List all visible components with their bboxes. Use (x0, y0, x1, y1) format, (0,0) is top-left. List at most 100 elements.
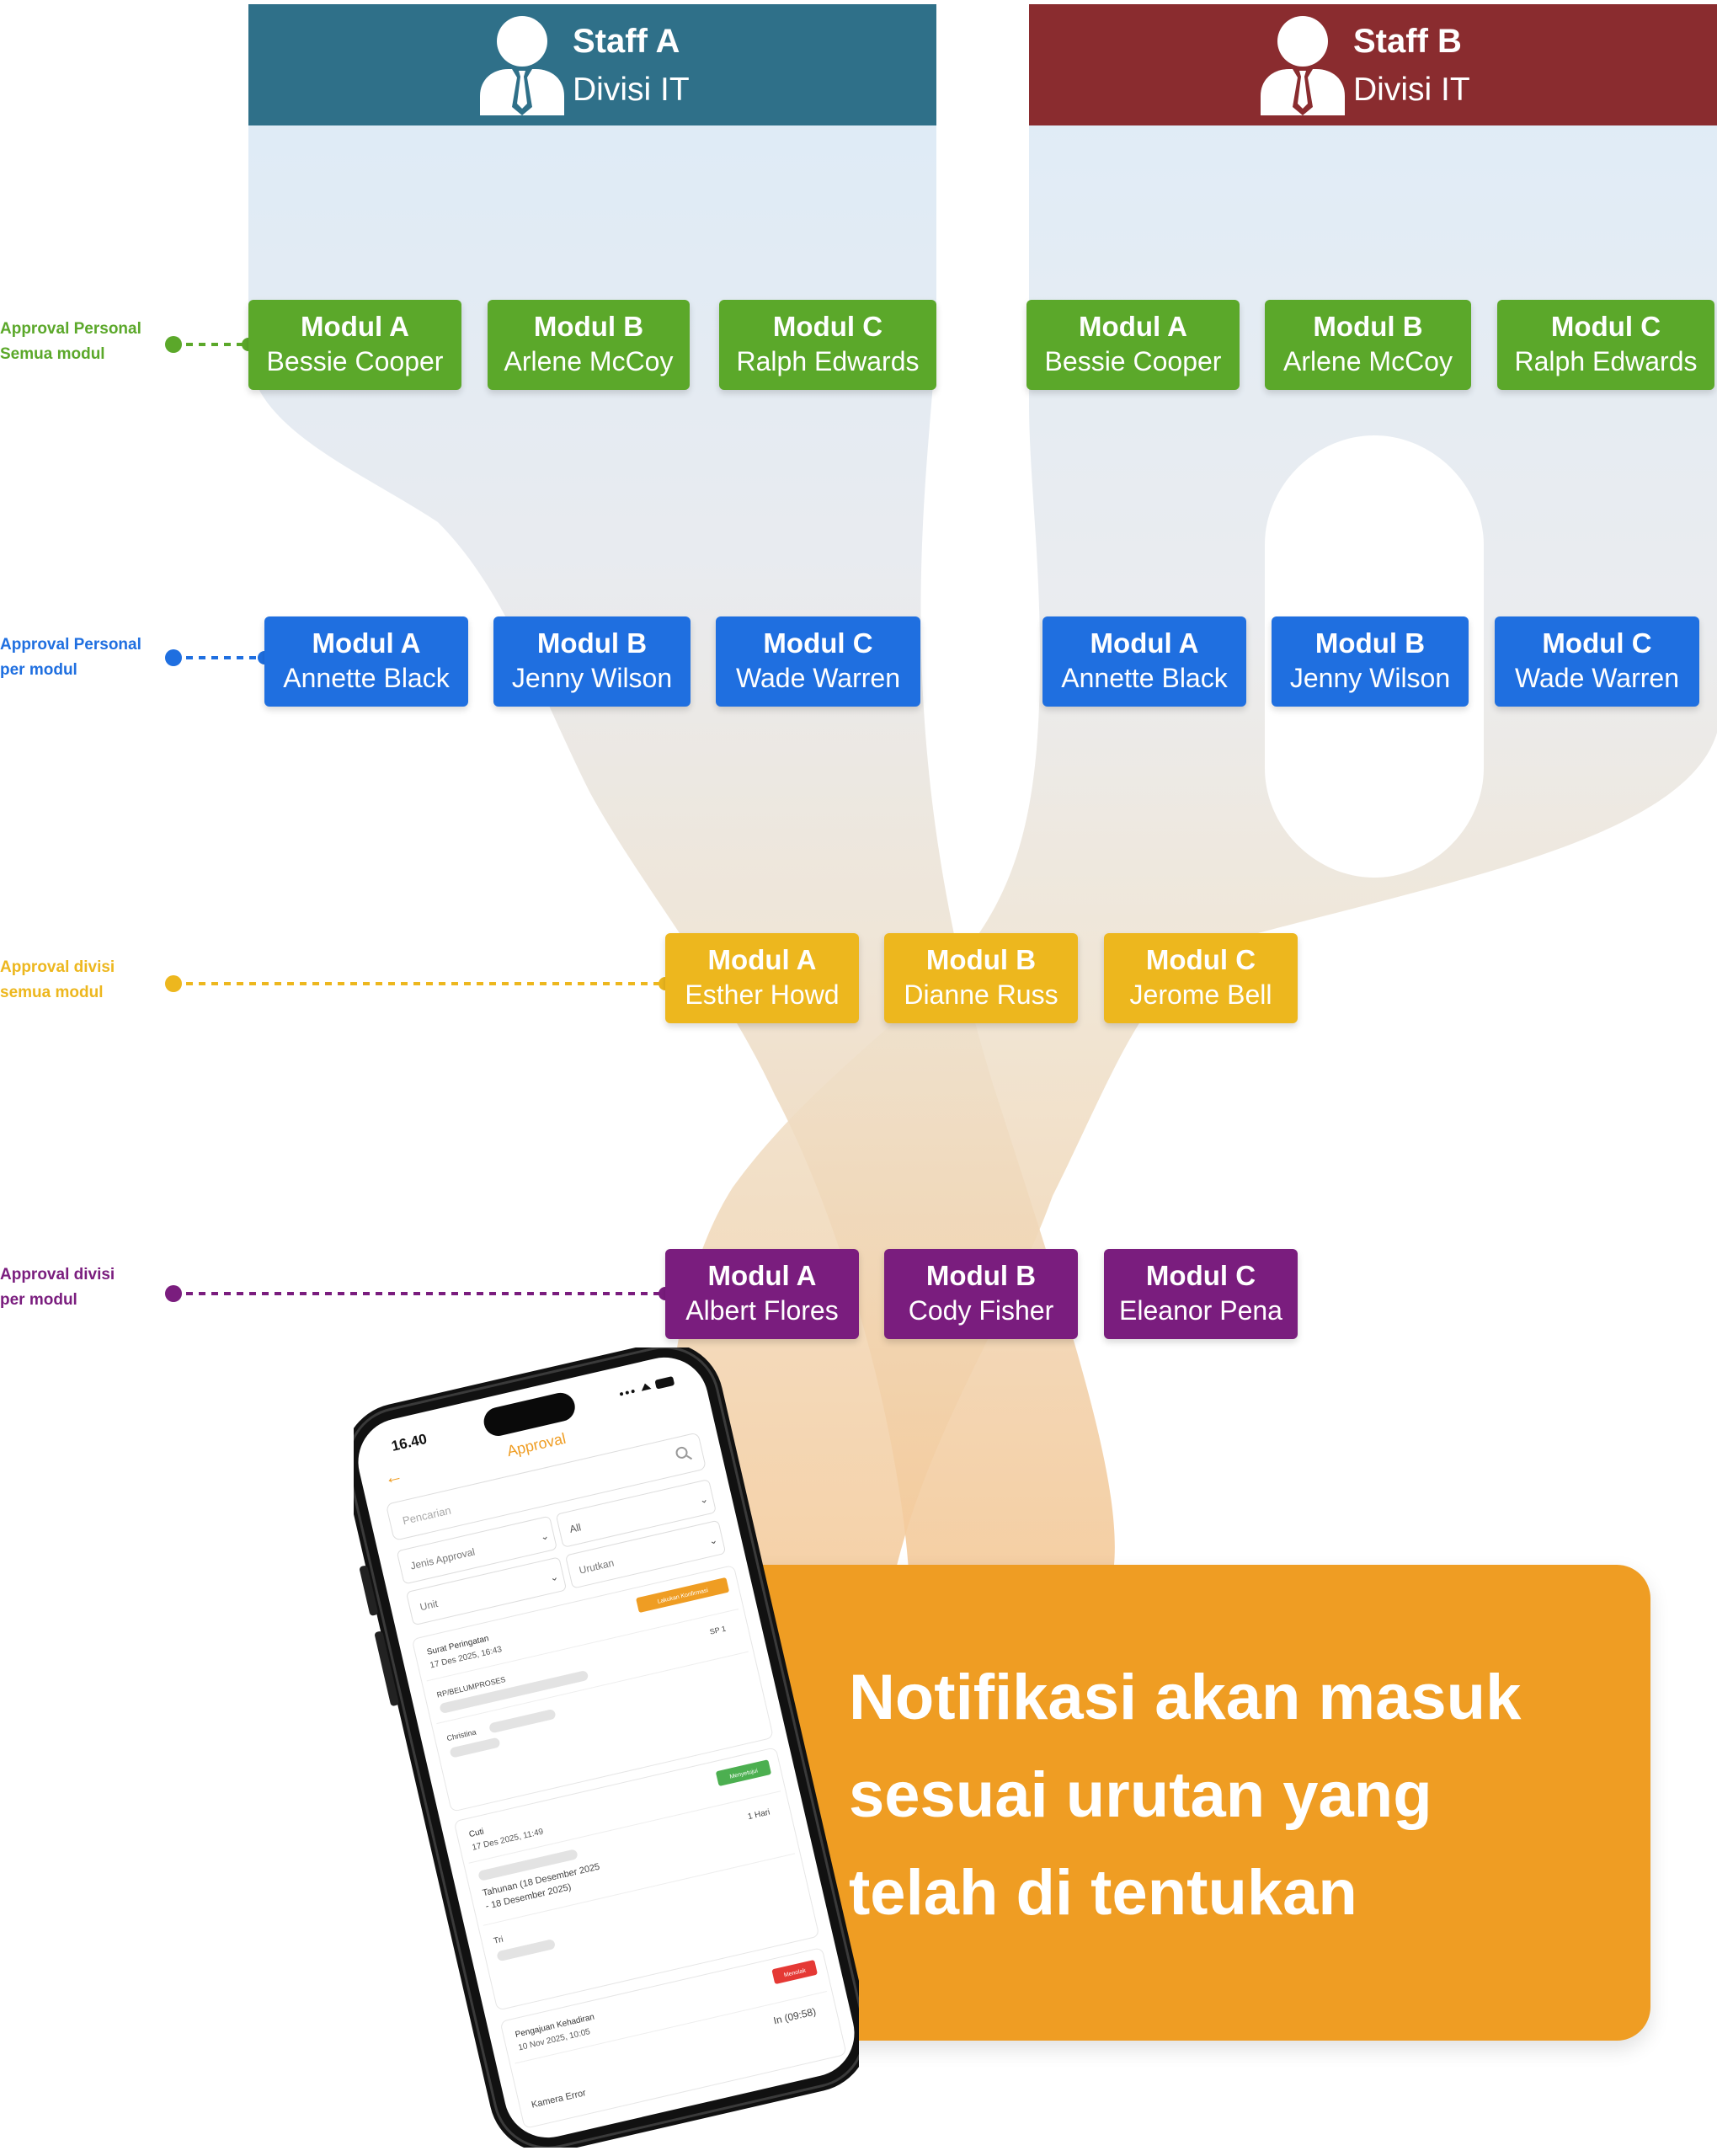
modul-label: Modul C (1145, 944, 1256, 975)
row-label-approval-divisi-per-modul: Approval divisi per modul (0, 1262, 115, 1313)
staff-division: Divisi IT (1353, 72, 1470, 108)
modul-label: Modul A (1079, 311, 1187, 342)
modul-label: Modul A (707, 944, 817, 975)
approval-card[interactable]: Surat Peringatan 17 Des 2025, 16:43 Laku… (412, 1565, 773, 1812)
approver-name: Jerome Bell (1129, 979, 1272, 1010)
approver-name: Wade Warren (1514, 663, 1679, 693)
notification-callout: Notifikasi akan masuk sesuai urutan yang… (716, 1565, 1650, 2041)
approver-name: Jenny Wilson (1289, 663, 1451, 693)
modul-label: Modul B (533, 311, 644, 342)
approver-box: Modul A Bessie Cooper (1026, 300, 1240, 390)
phone-bezel-highlight (354, 1348, 859, 2148)
approver-name: Arlene McCoy (1283, 346, 1453, 376)
chevron-down-icon: ⌄ (548, 1571, 559, 1584)
filter-unit[interactable] (406, 1557, 566, 1625)
phone-notch-island (483, 1392, 575, 1436)
approver-name: Eleanor Pena (1119, 1295, 1282, 1326)
callout-text: Notifikasi akan masuk sesuai urutan yang… (849, 1649, 1657, 1942)
search-icon (675, 1446, 693, 1460)
back-arrow-icon[interactable]: ← (382, 1464, 405, 1488)
card-line: Tri (493, 1935, 504, 1946)
card-right: SP 1 (709, 1625, 727, 1636)
filter-all[interactable] (556, 1480, 716, 1548)
phone-mockup: 16.40 ← Approval Pencarian Jenis Approva… (354, 1348, 859, 2148)
phone-side-button (375, 1631, 399, 1706)
modul-label: Modul A (707, 1260, 817, 1291)
approver-box: Modul B Arlene McCoy (488, 300, 690, 390)
status-badge (771, 1960, 818, 1984)
blurred-text (440, 1671, 589, 1713)
modul-label: Modul B (1313, 311, 1423, 342)
blurred-text (497, 1940, 555, 1961)
approver-box: Modul C Wade Warren (716, 616, 920, 707)
status-icons (620, 1376, 675, 1396)
staff-b-header: Staff B Divisi IT (1029, 4, 1717, 125)
status-badge (716, 1759, 771, 1786)
approver-name: Bessie Cooper (266, 346, 444, 376)
approval-card[interactable]: Pengajuan Kehadiran 10 Nov 2025, 10:05 M… (500, 1948, 846, 2129)
approver-name: Bessie Cooper (1044, 346, 1222, 376)
approver-name: Cody Fisher (908, 1295, 1054, 1326)
chevron-down-icon: ⌄ (539, 1529, 550, 1543)
filter-label: Unit (419, 1598, 440, 1614)
approver-name: Ralph Edwards (736, 346, 920, 376)
modul-label: Modul A (1090, 627, 1199, 659)
modul-label: Modul B (925, 944, 1037, 975)
person-icon (1261, 16, 1345, 120)
approver-box: Modul C Ralph Edwards (719, 300, 936, 390)
modul-label: Modul B (536, 627, 648, 659)
callout-line: telah di tentukan (849, 1857, 1357, 1929)
approver-box: Modul A Albert Flores (665, 1249, 859, 1339)
chevron-down-icon: ⌄ (708, 1534, 719, 1547)
approver-box: Modul B Jenny Wilson (1272, 616, 1469, 707)
approver-name: Arlene McCoy (504, 346, 674, 376)
staff-a-header: Staff A Divisi IT (248, 4, 936, 125)
staff-b-flow-band (667, 125, 1717, 1583)
filter-jenis-approval[interactable] (397, 1516, 557, 1584)
row-label-line2: per modul (0, 1291, 77, 1309)
chevron-down-icon: ⌄ (698, 1492, 709, 1506)
approver-box: Modul A Esther Howd (665, 933, 859, 1023)
blurred-text (489, 1709, 556, 1733)
blurred-text (478, 1849, 578, 1881)
blurred-text (450, 1737, 500, 1758)
approval-card[interactable]: Cuti 17 Des 2025, 11:49 Menyetujui 1 Har… (454, 1748, 819, 2010)
approver-box: Modul B Dianne Russ (884, 933, 1078, 1023)
row-label-line1: Approval Personal (0, 636, 141, 654)
modul-label: Modul C (1145, 1260, 1256, 1291)
callout-line: Notifikasi akan masuk (849, 1662, 1522, 1733)
modul-label: Modul C (763, 627, 873, 659)
row-label-line1: Approval divisi (0, 1266, 115, 1283)
staff-division: Divisi IT (573, 72, 690, 108)
row-label-line2: Semua modul (0, 345, 105, 363)
approver-name: Albert Flores (685, 1295, 839, 1326)
approver-box: Modul B Jenny Wilson (493, 616, 691, 707)
approver-name: Annette Black (283, 663, 450, 693)
callout-line: sesuai urutan yang (849, 1759, 1432, 1831)
modul-label: Modul C (1542, 627, 1652, 659)
approver-box: Modul C Ralph Edwards (1497, 300, 1714, 390)
row-label-approval-divisi-semua-modul: Approval divisi semua modul (0, 955, 115, 1006)
card-type: Cuti (468, 1827, 485, 1839)
staff-title: Staff B (1353, 23, 1462, 60)
modul-label: Modul C (772, 311, 883, 342)
staff-title: Staff A (573, 23, 680, 60)
approver-box: Modul A Bessie Cooper (248, 300, 461, 390)
approver-name: Jenny Wilson (511, 663, 673, 693)
modul-label: Modul B (925, 1260, 1037, 1291)
row-label-line1: Approval divisi (0, 958, 115, 976)
row-label-line1: Approval Personal (0, 320, 141, 338)
approver-box: Modul C Eleanor Pena (1104, 1249, 1298, 1339)
approver-name: Wade Warren (735, 663, 900, 693)
approver-name: Esther Howd (685, 979, 840, 1010)
approver-box: Modul C Wade Warren (1495, 616, 1699, 707)
modul-label: Modul C (1550, 311, 1661, 342)
row-label-approval-personal-per-modul: Approval Personal per modul (0, 632, 141, 683)
search-input[interactable] (386, 1433, 706, 1540)
filter-urutkan[interactable] (565, 1520, 726, 1588)
approver-box: Modul B Arlene McCoy (1265, 300, 1471, 390)
approver-name: Dianne Russ (904, 979, 1058, 1010)
row-label-approval-personal-semua-modul: Approval Personal Semua modul (0, 317, 141, 367)
modul-label: Modul B (1314, 627, 1426, 659)
